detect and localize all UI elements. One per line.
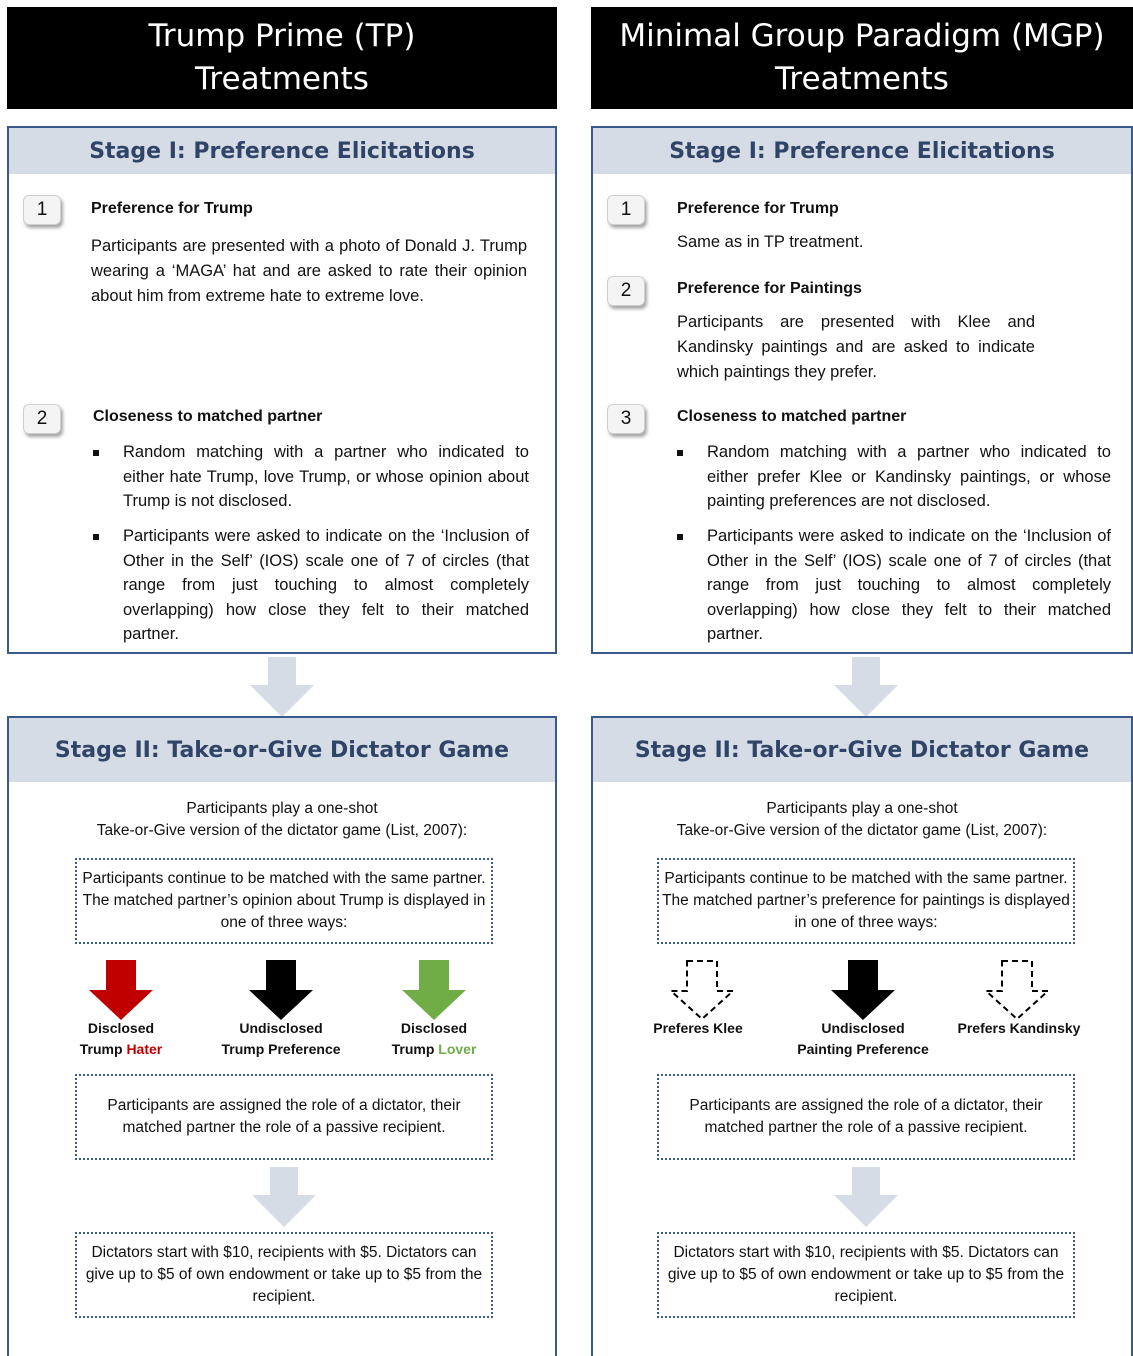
mgp-stage1-panel: Stage I: Preference Elicitations 1 Prefe…: [591, 126, 1133, 654]
label-line: Disclosed: [400, 1020, 468, 1036]
bullet-text: Random matching with a partner who indic…: [707, 443, 1111, 510]
mgp-stage2-panel: Stage II: Take-or-Give Dictator Game Par…: [591, 716, 1133, 1356]
label-line: Trump Hater: [61, 1039, 181, 1060]
tp-display-text: Participants continue to be matched with…: [82, 870, 486, 931]
tp-header-line1: Trump Prime (TP): [148, 18, 416, 54]
label-undisclosed-trump: Undisclosed Trump Preference: [201, 1018, 361, 1060]
mgp-intro-line2: Take-or-Give version of the dictator gam…: [676, 822, 1048, 839]
flow-down-arrow: [834, 1167, 898, 1227]
label-text: Trump: [79, 1041, 127, 1057]
mgp-header: Minimal Group Paradigm (MGP) Treatments: [591, 7, 1133, 109]
tp-item2-heading: Closeness to matched partner: [93, 408, 323, 425]
label-line: Undisclosed: [239, 1020, 323, 1036]
tp-intro-line2: Take-or-Give version of the dictator gam…: [96, 822, 468, 839]
number-badge: 3: [607, 404, 645, 434]
flow-down-arrow: [250, 657, 314, 717]
label-line: Undisclosed: [821, 1020, 905, 1036]
dashed-down-arrow: [670, 960, 734, 1020]
label-highlight: Hater: [126, 1041, 163, 1057]
label-line: Painting Preference: [797, 1041, 929, 1057]
tp-stage2-panel: Stage II: Take-or-Give Dictator Game Par…: [7, 716, 557, 1356]
label-disclosed-hater: Disclosed Trump Hater: [61, 1018, 181, 1060]
tp-item1-text: Participants are presented with a photo …: [91, 237, 527, 305]
flow-down-arrow: [252, 1167, 316, 1227]
black-down-arrow: [831, 960, 895, 1020]
label-highlight: Lover: [438, 1041, 477, 1057]
tp-item1-heading: Preference for Trump: [91, 200, 253, 217]
mgp-header-line1: Minimal Group Paradigm (MGP): [619, 18, 1105, 54]
tp-roles-text: Participants are assigned the role of a …: [107, 1097, 461, 1136]
dashed-down-arrow: [985, 960, 1049, 1020]
red-down-arrow: [89, 960, 153, 1020]
mgp-stage1-title: Stage I: Preference Elicitations: [593, 128, 1131, 174]
bullet-square: [93, 534, 99, 540]
mgp-item2-heading: Preference for Paintings: [677, 280, 862, 297]
tp-display-box: Participants continue to be matched with…: [75, 858, 493, 944]
number-badge: 2: [607, 276, 645, 306]
label-line: Preferes Klee: [653, 1020, 743, 1036]
bullet-item: Participants were asked to indicate on t…: [677, 524, 1111, 647]
mgp-header-line2: Treatments: [775, 61, 949, 97]
tp-stage1-title: Stage I: Preference Elicitations: [9, 128, 555, 174]
tp-endowment-text: Dictators start with $10, recipients wit…: [85, 1244, 483, 1305]
mgp-endowment-text: Dictators start with $10, recipients wit…: [667, 1244, 1065, 1305]
black-down-arrow: [249, 960, 313, 1020]
tp-stage1-panel: Stage I: Preference Elicitations 1 Prefe…: [7, 126, 557, 654]
mgp-item3-heading: Closeness to matched partner: [677, 408, 907, 425]
bullet-item: Participants were asked to indicate on t…: [93, 524, 529, 647]
label-line: Prefers Kandinsky: [957, 1020, 1081, 1036]
tp-stage2-title: Stage II: Take-or-Give Dictator Game: [9, 718, 555, 782]
label-undisclosed-painting: Undisclosed Painting Preference: [777, 1018, 949, 1060]
mgp-endowment-box: Dictators start with $10, recipients wit…: [657, 1232, 1075, 1318]
tp-header-line2: Treatments: [195, 61, 369, 97]
green-down-arrow: [402, 960, 466, 1020]
tp-column: Trump Prime (TP) Treatments Stage I: Pre…: [7, 0, 557, 1356]
label-line: Trump Lover: [374, 1039, 494, 1060]
number-badge: 1: [607, 195, 645, 225]
number-badge: 2: [23, 404, 61, 434]
flow-down-arrow: [834, 657, 898, 717]
label-prefers-kandinsky: Prefers Kandinsky: [949, 1018, 1089, 1039]
bullet-square: [93, 450, 99, 456]
mgp-roles-box: Participants are assigned the role of a …: [657, 1074, 1075, 1160]
label-line: Disclosed: [87, 1020, 155, 1036]
bullet-text: Random matching with a partner who indic…: [123, 443, 529, 510]
label-text: Trump: [391, 1041, 439, 1057]
mgp-item2-text: Participants are presented with Klee and…: [677, 313, 1035, 381]
mgp-display-text: Participants continue to be matched with…: [662, 870, 1070, 931]
mgp-display-box: Participants continue to be matched with…: [657, 858, 1075, 944]
mgp-item1-text: Same as in TP treatment.: [677, 233, 864, 251]
mgp-intro-line1: Participants play a one-shot: [766, 800, 958, 817]
mgp-roles-text: Participants are assigned the role of a …: [689, 1097, 1043, 1136]
number-badge: 1: [23, 195, 61, 225]
label-prefers-klee: Preferes Klee: [633, 1018, 763, 1039]
bullet-item: Random matching with a partner who indic…: [93, 440, 529, 514]
bullet-square: [677, 450, 683, 456]
bullet-square: [677, 534, 683, 540]
label-disclosed-lover: Disclosed Trump Lover: [374, 1018, 494, 1060]
bullet-text: Participants were asked to indicate on t…: [707, 527, 1111, 643]
tp-endowment-box: Dictators start with $10, recipients wit…: [75, 1232, 493, 1318]
label-line: Trump Preference: [221, 1041, 341, 1057]
tp-header: Trump Prime (TP) Treatments: [7, 7, 557, 109]
bullet-text: Participants were asked to indicate on t…: [123, 527, 529, 643]
tp-roles-box: Participants are assigned the role of a …: [75, 1074, 493, 1160]
mgp-stage2-title: Stage II: Take-or-Give Dictator Game: [593, 718, 1131, 782]
bullet-item: Random matching with a partner who indic…: [677, 440, 1111, 514]
tp-intro-line1: Participants play a one-shot: [186, 800, 378, 817]
mgp-item1-heading: Preference for Trump: [677, 200, 839, 217]
mgp-column: Minimal Group Paradigm (MGP) Treatments …: [591, 0, 1133, 1356]
